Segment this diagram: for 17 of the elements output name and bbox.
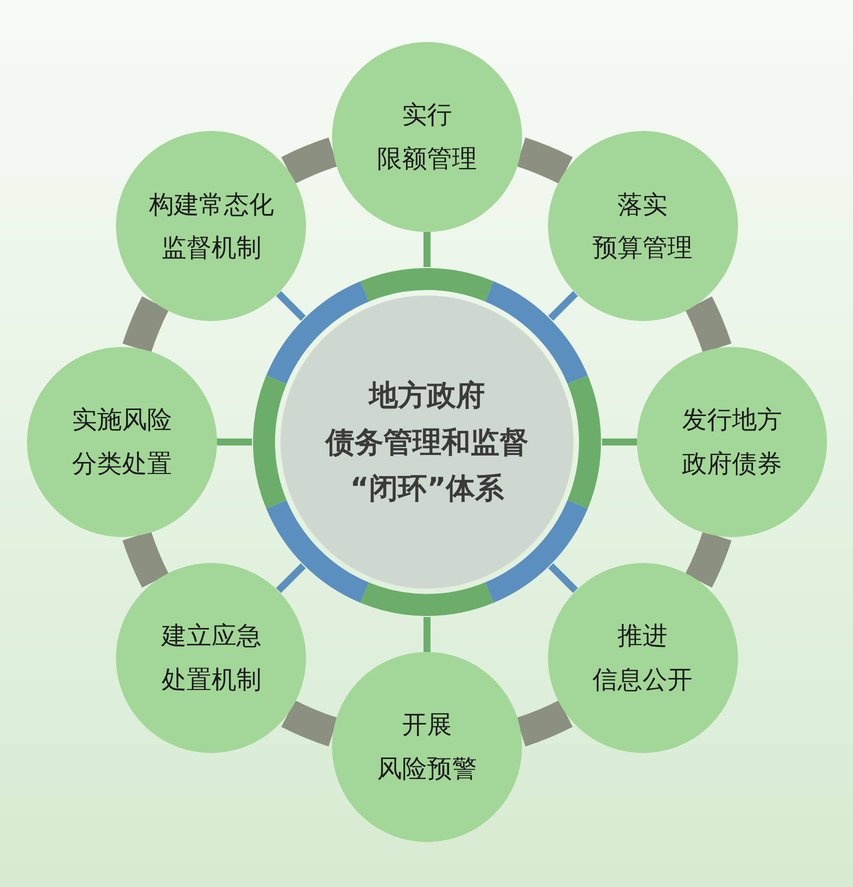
spoke-line xyxy=(602,438,637,446)
hub-title: 地方政府债务管理和监督“闭环”体系 xyxy=(326,377,528,508)
spoke-line xyxy=(276,563,306,593)
ring-band xyxy=(685,296,732,354)
spoke-line xyxy=(424,617,430,652)
ring-band xyxy=(282,138,338,184)
spoke-line xyxy=(548,291,578,321)
ring-band xyxy=(122,530,169,588)
spoke-line xyxy=(217,438,252,446)
ring-band xyxy=(516,138,572,184)
ring-band xyxy=(516,700,572,746)
ring-band xyxy=(685,530,732,588)
ring-band xyxy=(282,700,338,746)
spoke-line xyxy=(424,232,430,267)
ring-band xyxy=(122,296,169,354)
spoke-line xyxy=(276,291,306,321)
spoke-line xyxy=(548,563,578,593)
